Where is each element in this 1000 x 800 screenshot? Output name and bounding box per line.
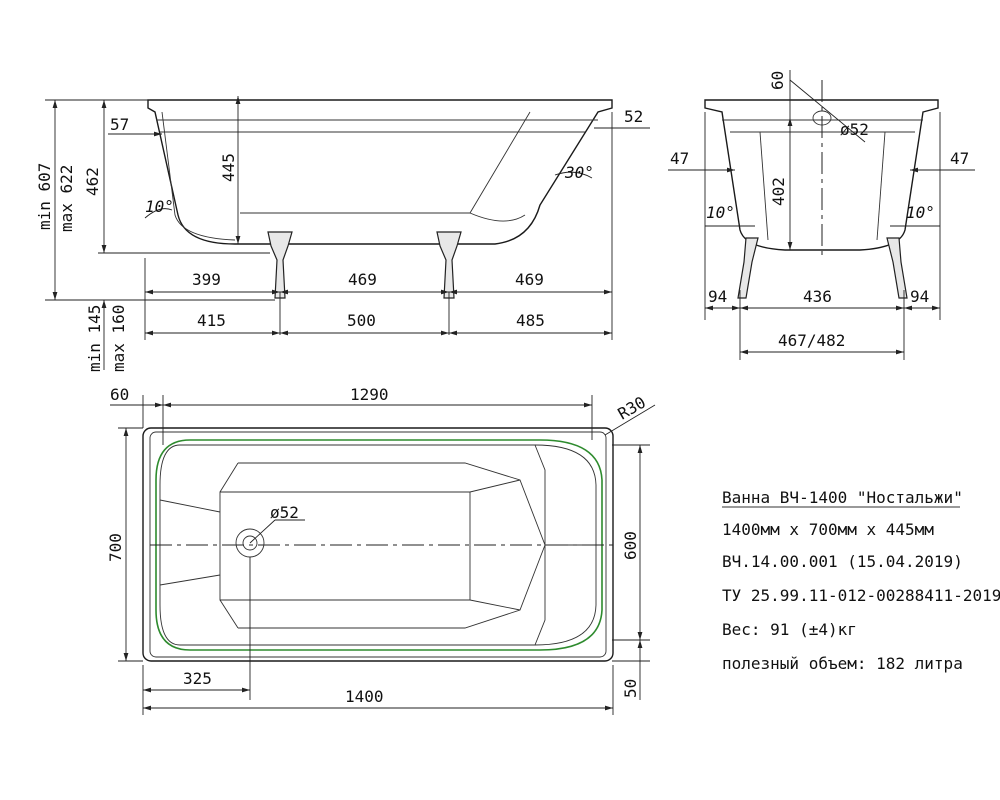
spec-block: Ванна ВЧ-1400 "Ностальжи" 1400мм x 700мм… (722, 488, 1000, 673)
spec-code: ВЧ.14.00.001 (15.04.2019) (722, 552, 963, 571)
end-dim-drain: ø52 (840, 120, 869, 139)
top-dim-length: 1400 (345, 687, 384, 706)
end-dim-right-rim: 47 (950, 149, 969, 168)
spec-title: Ванна ВЧ-1400 "Ностальжи" (722, 488, 963, 507)
end-dim-foot-left: 94 (708, 287, 727, 306)
end-dim-feet-span: 467/482 (778, 331, 845, 350)
side-foot-left (267, 231, 293, 299)
side-foot-right (436, 231, 462, 299)
end-dim-height: 402 (769, 177, 788, 206)
end-dim-left-rim: 47 (670, 149, 689, 168)
spec-size: 1400мм x 700мм x 445мм (722, 520, 934, 539)
top-dim-radius: R30 (615, 393, 650, 424)
dim-overall-min: min 607 (35, 163, 54, 230)
spec-volume: полезный объем: 182 литра (722, 654, 963, 673)
spec-weight: Вес: 91 (±4)кг (722, 620, 857, 639)
dim-seg-b1: 415 (197, 311, 226, 330)
dim-seg-b3: 485 (516, 311, 545, 330)
dim-seg-a3: 469 (515, 270, 544, 289)
top-dim-inner-length: 1290 (350, 385, 389, 404)
dim-seg-a2: 469 (348, 270, 377, 289)
dim-body-height: 462 (83, 167, 102, 196)
top-dim-drain: ø52 (270, 503, 299, 522)
dim-right-rim: 52 (624, 107, 643, 126)
top-view: ø52 60 1290 R30 700 600 50 325 1400 (106, 385, 656, 715)
dim-feet-min: min 145 (85, 305, 104, 372)
top-dim-rim: 60 (110, 385, 129, 404)
end-dim-foot-right: 94 (910, 287, 929, 306)
dim-depth: 445 (219, 153, 238, 182)
end-dim-top: 60 (768, 71, 787, 90)
dim-left-rim: 57 (110, 115, 129, 134)
dim-angle-left: 10° (145, 197, 174, 216)
end-view: ø52 60 402 47 47 10° 10° 94 436 94 4 (668, 70, 975, 360)
end-foot-right (886, 237, 908, 299)
top-dim-drain-offset: 325 (183, 669, 212, 688)
dim-seg-b2: 500 (347, 311, 376, 330)
end-dim-angle-left: 10° (706, 203, 735, 222)
dim-seg-a1: 399 (192, 270, 221, 289)
top-dim-end-rim: 50 (621, 679, 640, 698)
dim-angle-right: 30° (564, 163, 594, 182)
side-view: min 607 max 622 462 57 445 52 10° 30° 39… (35, 96, 650, 372)
end-dim-angle-right: 10° (906, 203, 935, 222)
end-dim-width: 436 (803, 287, 832, 306)
spec-standard: ТУ 25.99.11-012-00288411-2019 (722, 586, 1000, 605)
top-dim-inner-width: 600 (621, 531, 640, 560)
dim-feet-max: max 160 (109, 305, 128, 372)
top-dim-width: 700 (106, 533, 125, 562)
dim-overall-max: max 622 (57, 165, 76, 232)
end-foot-left (737, 237, 759, 299)
